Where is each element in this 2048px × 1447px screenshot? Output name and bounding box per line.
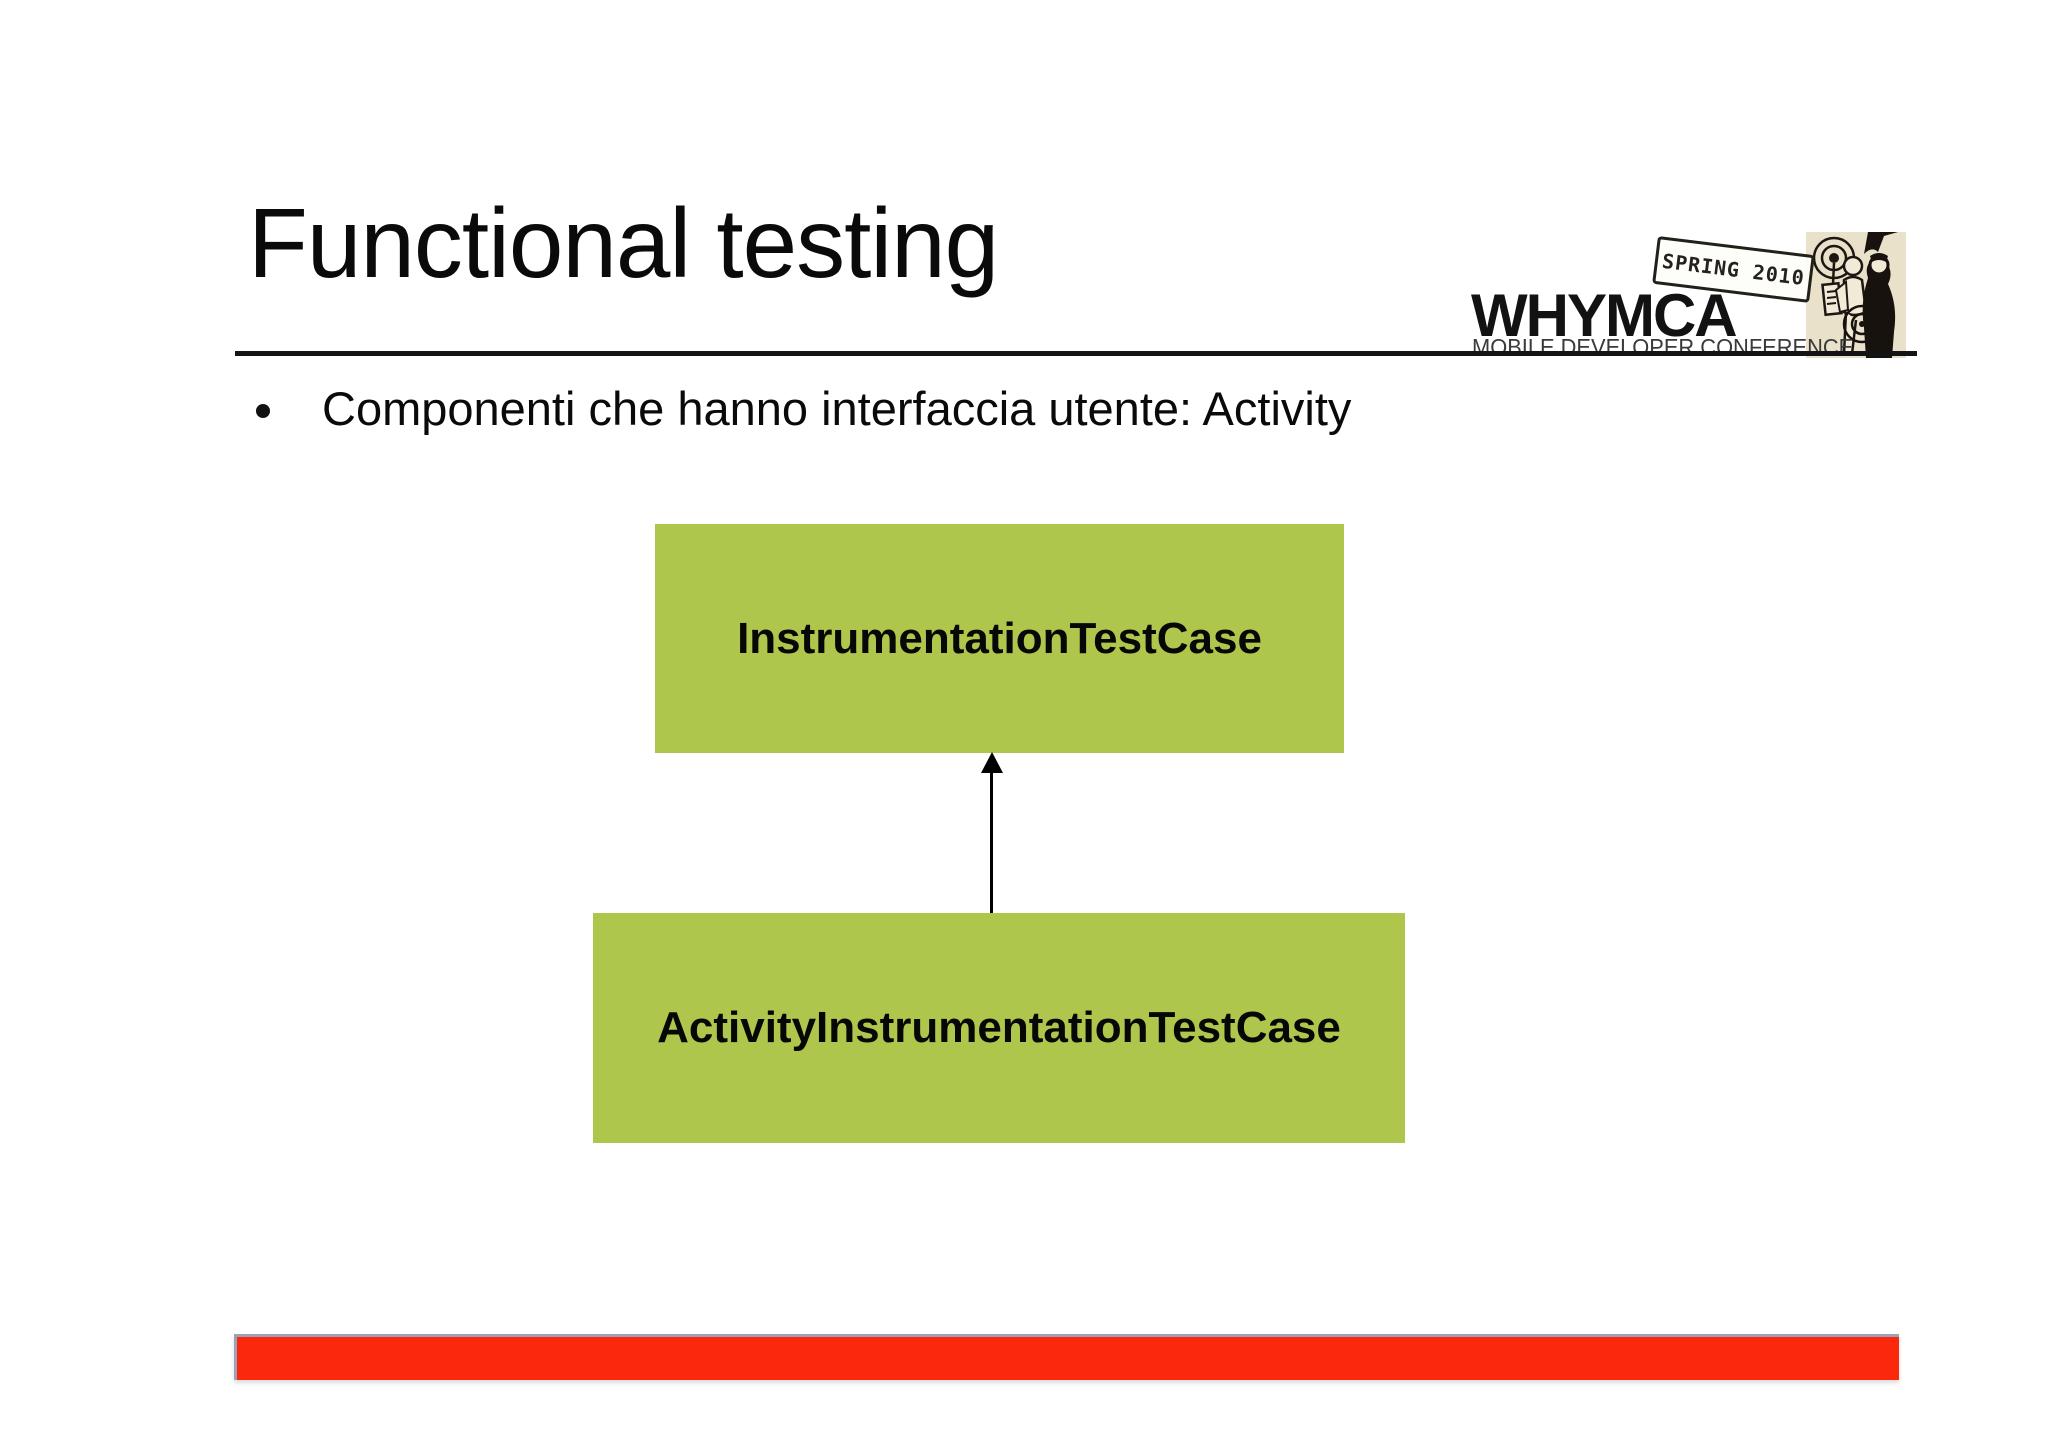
footer-accent-bar: [234, 1334, 1899, 1380]
whymca-logo-text: WHYMCA: [1471, 282, 1738, 349]
class-box-label: InstrumentationTestCase: [737, 613, 1262, 663]
conference-illustration: [1806, 232, 1906, 359]
class-box-instrumentationtestcase: InstrumentationTestCase: [655, 524, 1344, 753]
stamp-label: SPRING 2010: [1660, 248, 1807, 291]
class-box-label: ActivityInstrumentationTestCase: [657, 1003, 1341, 1052]
inheritance-arrow-line: [990, 771, 993, 914]
bullet-text: Componenti che hanno interfaccia utente:…: [322, 382, 1352, 435]
page-title: Functional testing: [248, 188, 999, 298]
logo-tagline: MOBILE DEVELOPER CONFERENCE: [1472, 334, 1854, 360]
class-box-activityinstrumentationtestcase: ActivityInstrumentationTestCase: [593, 913, 1405, 1143]
inheritance-arrow-head: [981, 752, 1003, 773]
header-rule: [235, 351, 1917, 356]
bullet-marker: [256, 404, 270, 418]
